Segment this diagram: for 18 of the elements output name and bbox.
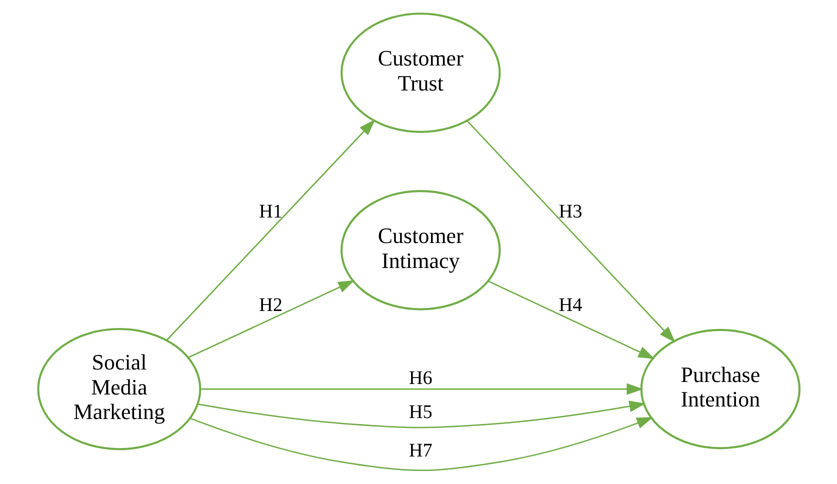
edge-label: H7 xyxy=(408,440,432,462)
node-ellipse: Customer Intimacy xyxy=(340,190,500,310)
arrow xyxy=(196,400,646,428)
edge-label: H5 xyxy=(408,402,432,424)
arrow xyxy=(166,119,375,340)
node-ellipse: Customer Trust xyxy=(340,12,500,133)
node-ellipse: Purchase Intention xyxy=(640,328,800,450)
node-ellipse: Social Media Marketing xyxy=(36,328,201,450)
arrow xyxy=(200,383,643,395)
edge-label: H3 xyxy=(558,201,582,222)
edge-label: H2 xyxy=(258,294,282,316)
arrow xyxy=(488,280,654,360)
edge-label: H6 xyxy=(408,368,432,389)
edge-label: H4 xyxy=(558,294,582,316)
edge-label: H1 xyxy=(258,201,282,222)
arrow xyxy=(188,280,354,358)
arrow xyxy=(466,120,675,343)
arrow xyxy=(190,417,653,472)
